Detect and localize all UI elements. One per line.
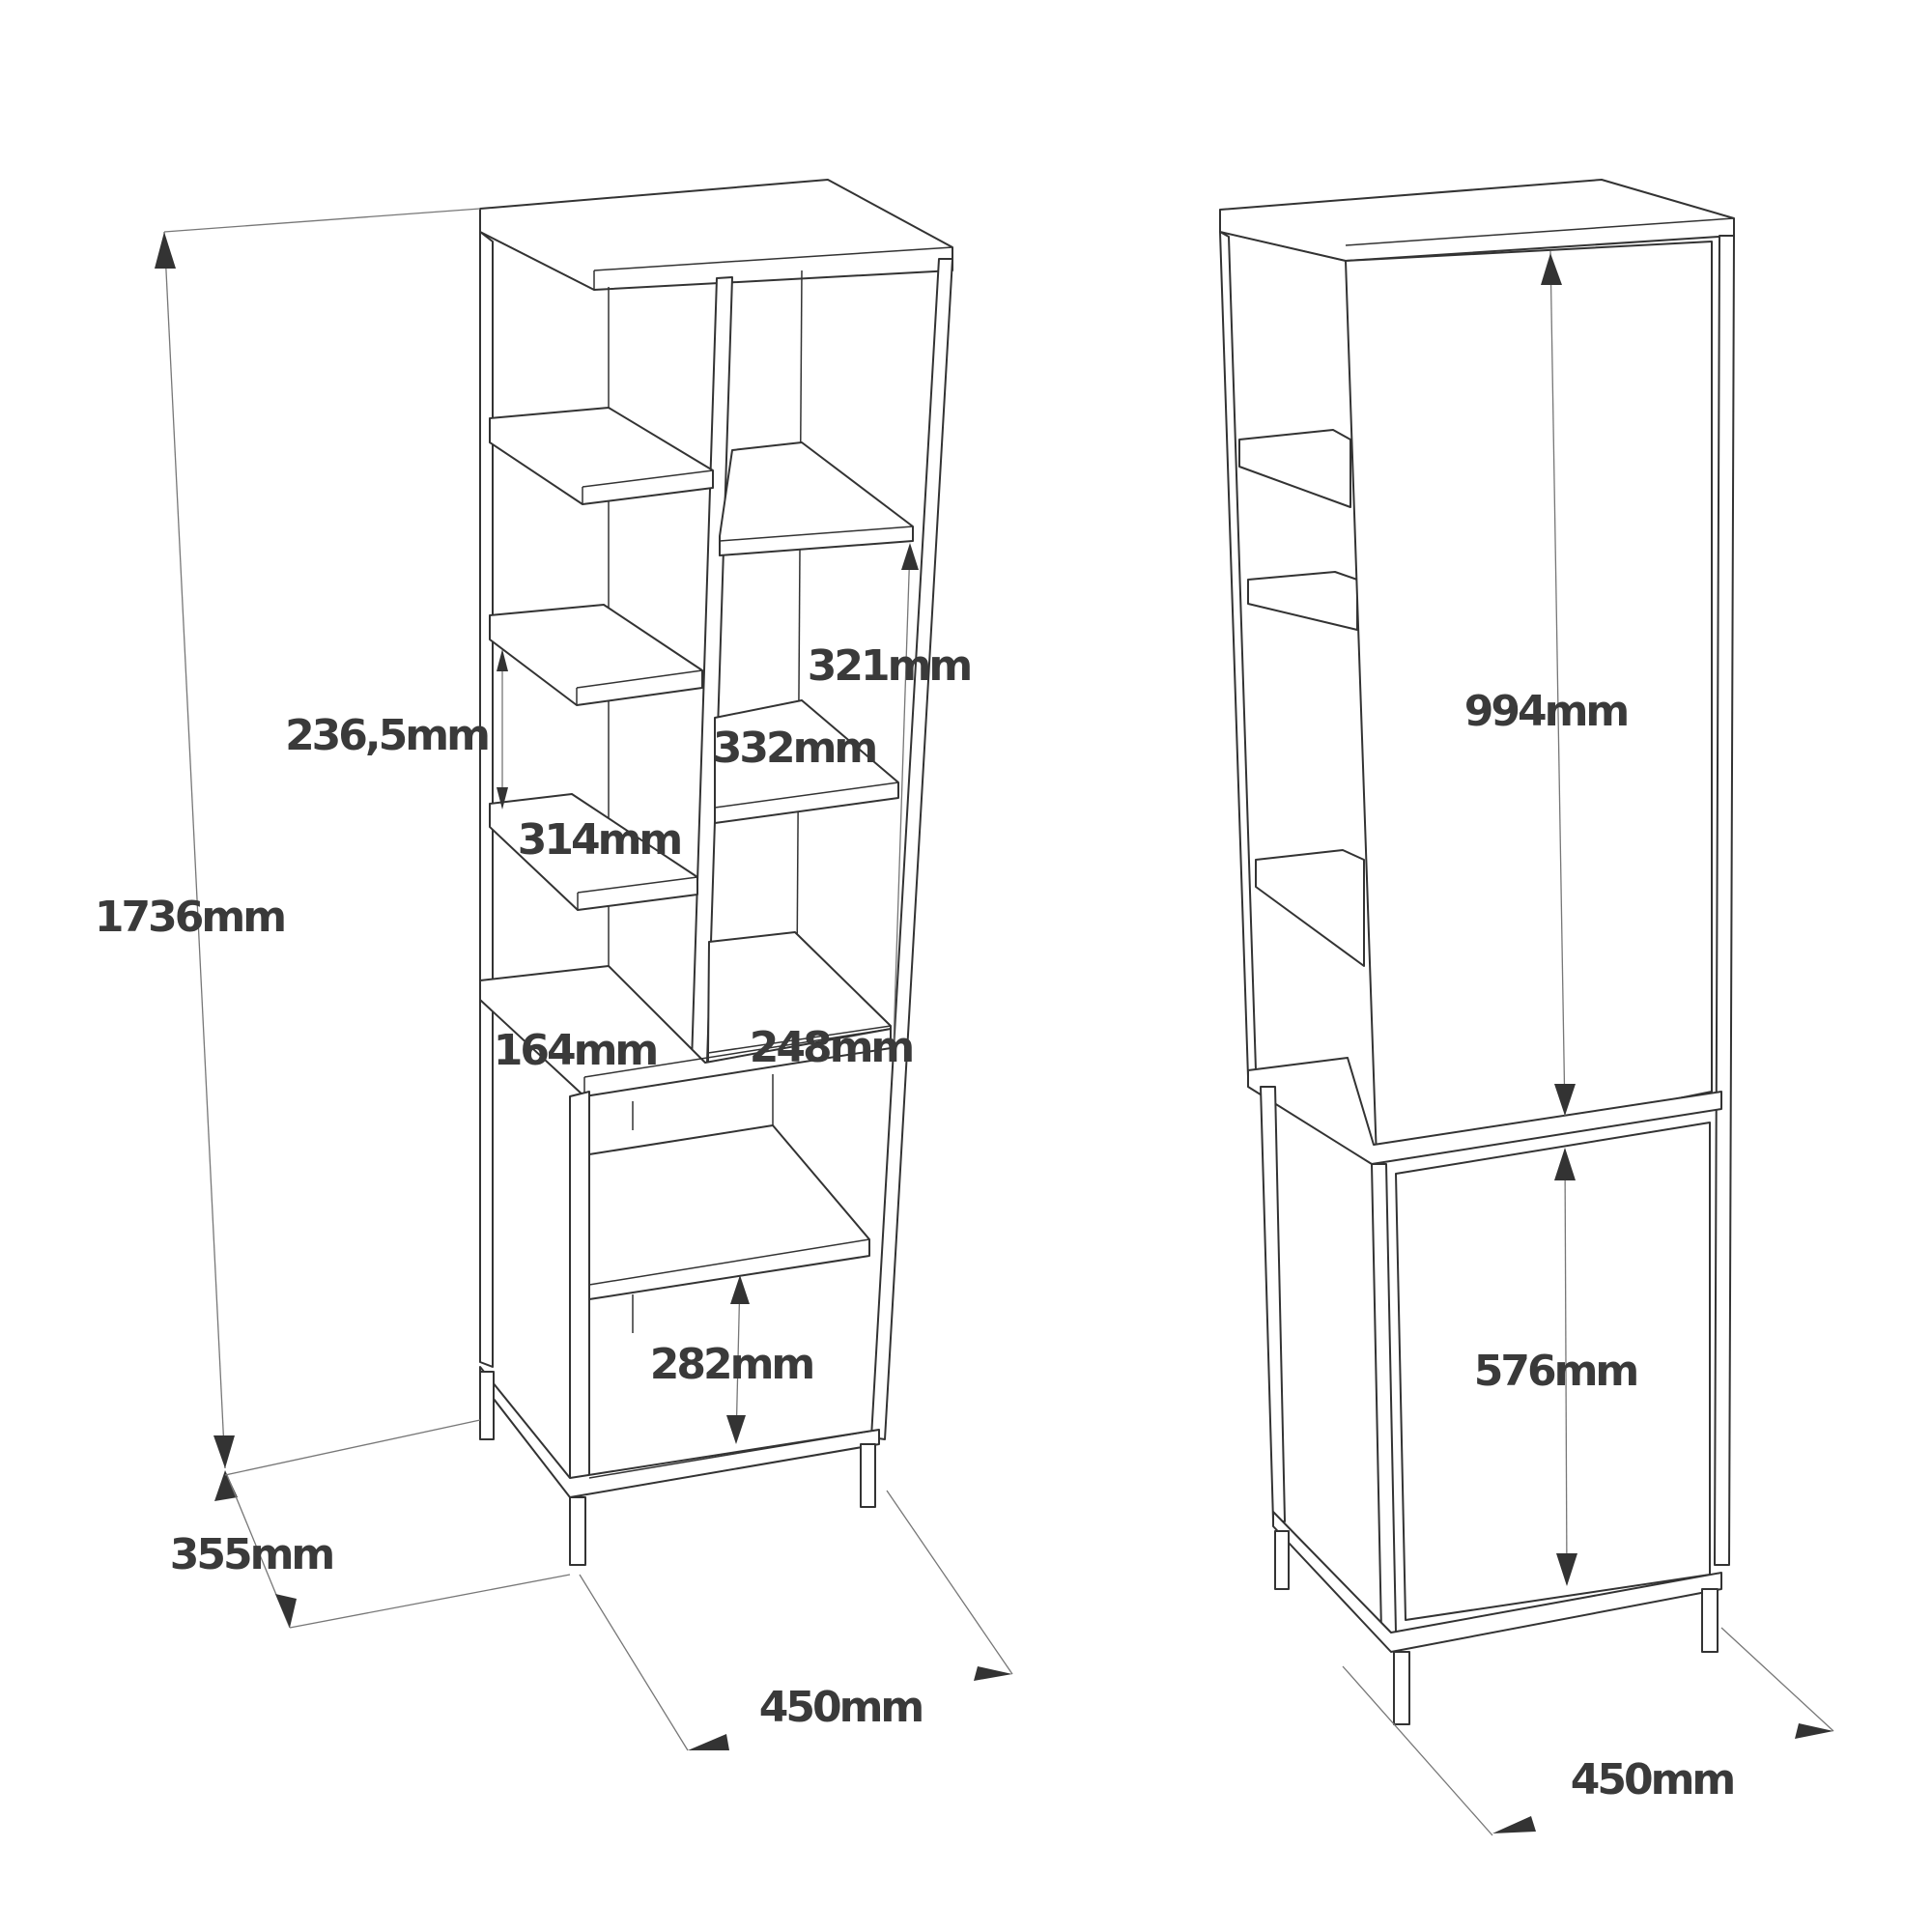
dimension-bottom-right-width: 248mm — [749, 1023, 916, 1072]
dimension-lower-compartment-height: 282mm — [649, 1340, 816, 1389]
dimension-depth: 355mm — [169, 1530, 336, 1579]
right-cabinet — [1219, 179, 1735, 1725]
left-cabinet — [479, 179, 953, 1566]
dimension-shelf-gap-left: 236,5mm — [285, 711, 491, 760]
dimension-shelf-gap-right: 321mm — [807, 641, 974, 691]
dimension-shelf-depth-left: 314mm — [517, 815, 684, 865]
dimension-upper-door-height: 994mm — [1463, 687, 1631, 736]
right-dimension-lines — [1342, 250, 1834, 1836]
dimension-bottom-left-width: 164mm — [493, 1026, 660, 1075]
dimension-width-right: 450mm — [1570, 1755, 1737, 1804]
dimension-width-left: 450mm — [758, 1683, 925, 1732]
left-dimension-lines — [155, 208, 1013, 1751]
dimension-total-height: 1736mm — [94, 893, 287, 942]
dimension-shelf-depth-right: 332mm — [712, 724, 879, 773]
dimension-lower-door-height: 576mm — [1473, 1347, 1640, 1396]
